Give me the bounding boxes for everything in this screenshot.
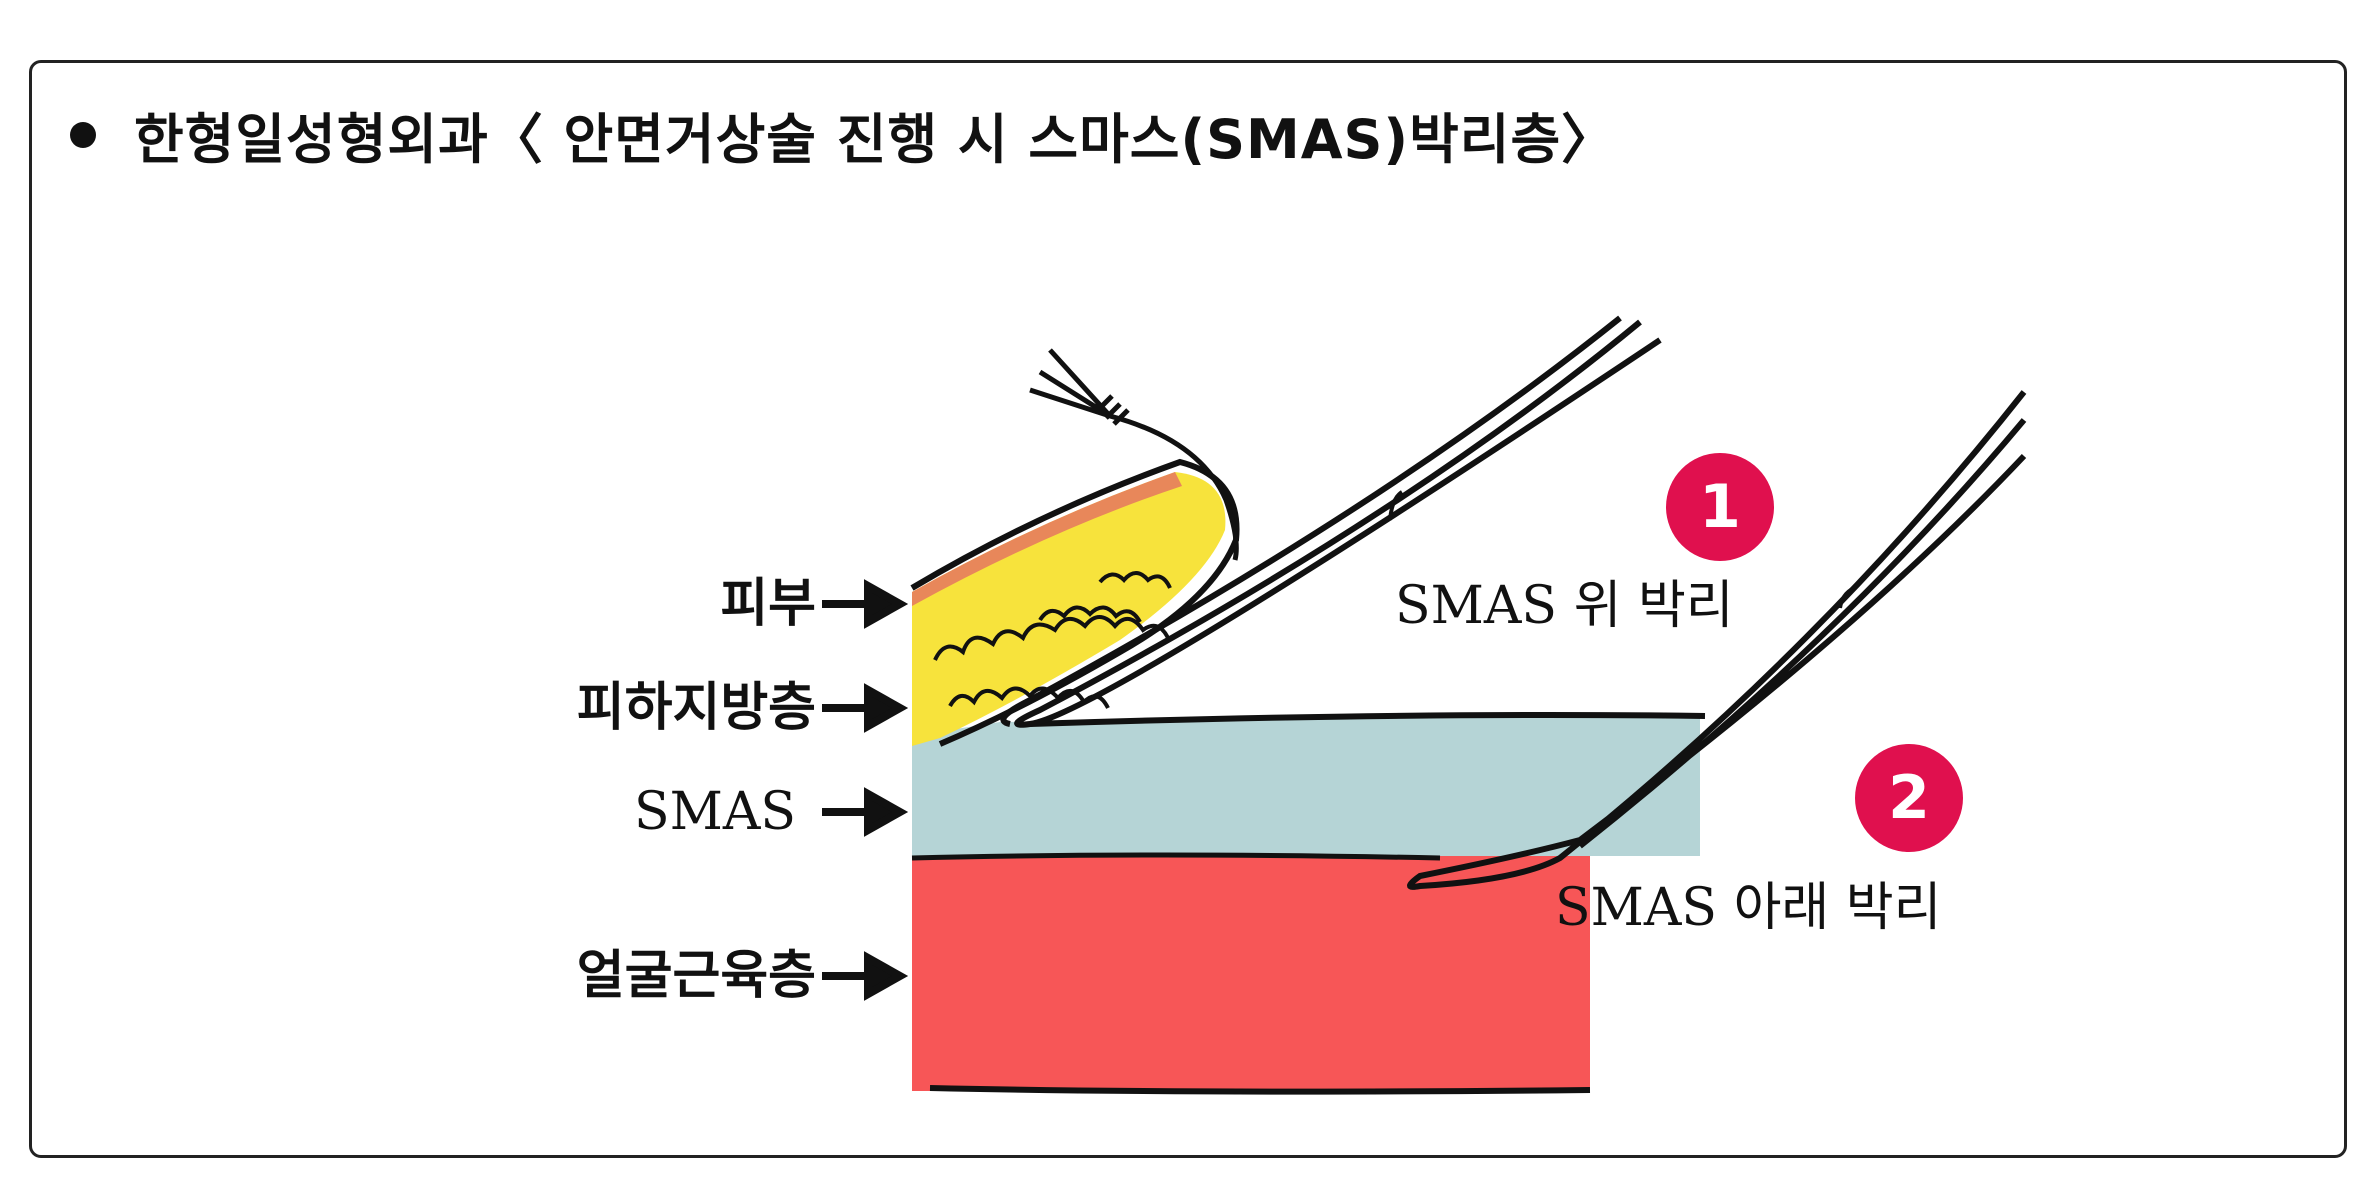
content-frame: [29, 60, 2347, 1158]
flap-suture: [1029, 348, 1239, 561]
page-title-text: 한형일성형외과〈 안면거상술 진행 시 스마스(SMAS)박리층〉: [134, 108, 1617, 171]
page-title: 한형일성형외과〈 안면거상술 진행 시 스마스(SMAS)박리층〉: [70, 95, 1616, 174]
fat-lobules: [933, 571, 1172, 709]
label-below-smas: SMAS 아래 박리: [1555, 878, 1942, 938]
smas-top-line: [1029, 712, 1706, 727]
arrow-icon: [822, 579, 909, 1001]
label-facial-muscle: 얼굴근육층: [576, 945, 816, 1006]
instrument-below-smas: [1407, 390, 2027, 890]
muscle-layer: [912, 856, 1590, 1091]
instrument-below-smas-tip: [1838, 586, 1855, 609]
smas-bottom-line: [911, 852, 1441, 861]
plane-1-badge: 1: [1666, 453, 1774, 561]
bullet-icon: [70, 121, 96, 148]
label-smas: SMAS: [633, 782, 796, 842]
instrument-above-smas: [1000, 315, 1662, 728]
smas-layer: [912, 716, 1700, 856]
label-above-smas: SMAS 위 박리: [1395, 576, 1734, 636]
plane-2-badge: 2: [1855, 744, 1963, 852]
label-subcutaneous-fat: 피하지방층: [576, 677, 816, 738]
label-skin: 피부: [720, 573, 816, 634]
skin-edge: [912, 472, 1182, 606]
instrument-above-smas-tip: [1388, 490, 1404, 521]
muscle-bottom-line: [929, 1085, 1591, 1095]
